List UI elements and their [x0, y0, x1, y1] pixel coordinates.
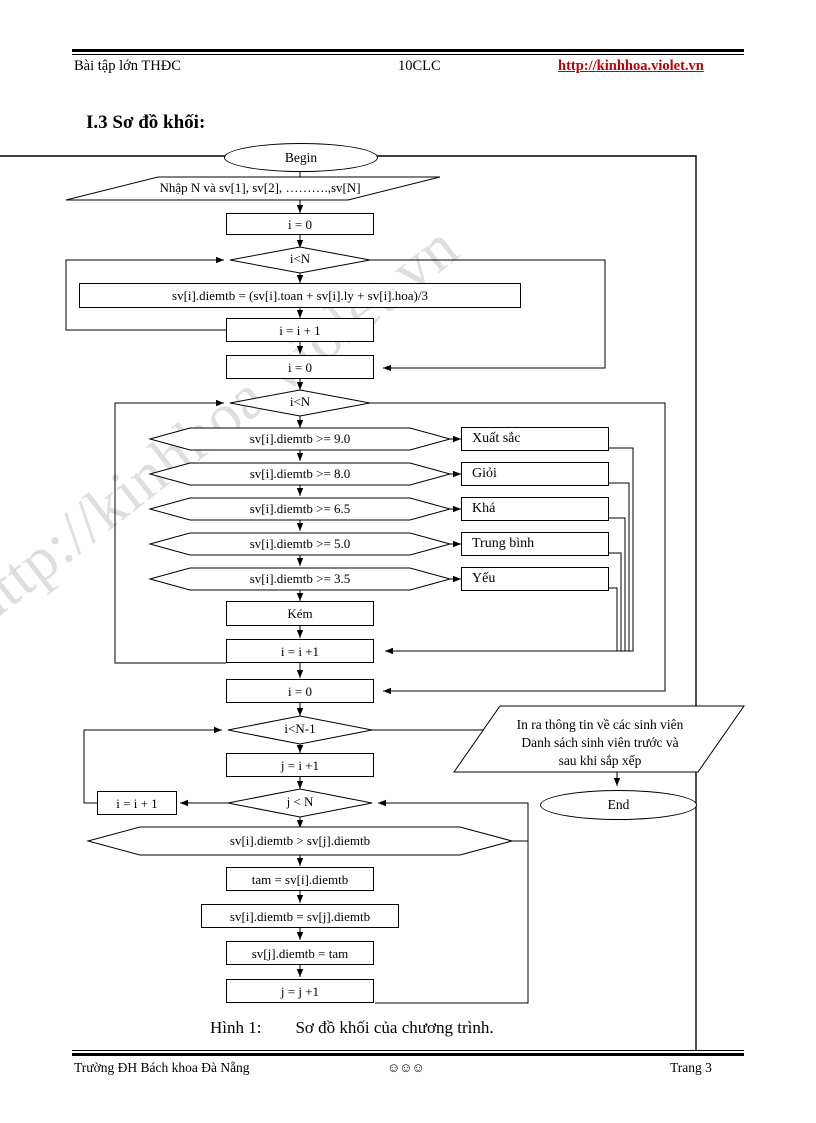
grade-box-yeu: Yếu [461, 567, 609, 591]
process-increment-i-3: i = i + 1 [97, 791, 177, 815]
end-node: End [540, 790, 697, 820]
grade-box-gioi: Giỏi [461, 462, 609, 486]
decision-swap-compare: sv[i].diemtb > sv[j].diemtb [229, 833, 371, 848]
begin-label: Begin [284, 149, 318, 165]
process-init-i-1: i = 0 [226, 213, 374, 235]
grade-box-xuat-sac: Xuất sắc [461, 427, 609, 451]
header-rule-thin [72, 54, 744, 55]
output-line-3: sau khi sắp xếp [558, 753, 642, 769]
decision-i-lt-N-2: i<N [289, 394, 311, 409]
process-swap-j: sv[j].diemtb = tam [226, 941, 374, 965]
footer-rule-thin [72, 1050, 744, 1051]
header-rule-thick [72, 49, 744, 52]
process-compute-average: sv[i].diemtb = (sv[i].toan + sv[i].ly + … [79, 283, 521, 308]
watermark: http://kinhhoa.violet.vn [0, 212, 472, 639]
decision-i-lt-N-minus-1: i<N-1 [284, 721, 316, 736]
end-label: End [607, 797, 630, 812]
decision-j-lt-N: j < N [286, 794, 314, 809]
output-line-1: In ra thông tin về các sinh viên [516, 717, 684, 732]
decision-i-lt-N-1: i<N [289, 251, 311, 266]
output-line-2: Danh sách sinh viên trước và [521, 735, 679, 751]
decision-grade-9: sv[i].diemtb >= 9.0 [249, 431, 351, 446]
process-init-i-3: i = 0 [226, 679, 374, 703]
grade-box-kha: Khá [461, 497, 609, 521]
decision-grade-65: sv[i].diemtb >= 6.5 [249, 501, 351, 516]
footer-left-text: Trường ĐH Bách khoa Đà Nẵng [74, 1060, 250, 1075]
footer-page-number: Trang 3 [670, 1060, 712, 1075]
grade-box-trung-binh: Trung bình [461, 532, 609, 556]
footer-ornament-icon: ☺☺☺ [387, 1060, 425, 1075]
footer-rule-thick [72, 1053, 744, 1056]
header-url-link[interactable]: http://kinhhoa.violet.vn [558, 58, 704, 74]
figure-caption: Hình 1: Sơ đồ khối của chương trình. [210, 1018, 494, 1037]
process-set-j: j = i +1 [226, 753, 374, 777]
input-node-label: Nhập N và sv[1], sv[2], ……….,sv[N] [159, 180, 361, 195]
header-center-text: 10CLC [398, 58, 441, 74]
decision-grade-35: sv[i].diemtb >= 3.5 [249, 571, 351, 586]
decision-grade-5: sv[i].diemtb >= 5.0 [249, 536, 351, 551]
begin-node: Begin [224, 143, 378, 172]
process-increment-i-1: i = i + 1 [226, 318, 374, 342]
process-init-i-2: i = 0 [226, 355, 374, 379]
process-swap-i: sv[i].diemtb = sv[j].diemtb [201, 904, 399, 928]
grade-box-kem: Kém [226, 601, 374, 626]
section-heading: I.3 Sơ đồ khối: [86, 112, 206, 133]
header-left-text: Bài tập lớn THĐC [74, 58, 181, 74]
process-increment-i-2: i = i +1 [226, 639, 374, 663]
process-swap-tam: tam = sv[i].diemtb [226, 867, 374, 891]
decision-grade-8: sv[i].diemtb >= 8.0 [249, 466, 351, 481]
output-node-label: In ra thông tin về các sinh viên Danh sá… [480, 716, 720, 771]
process-increment-j: j = j +1 [226, 979, 374, 1003]
